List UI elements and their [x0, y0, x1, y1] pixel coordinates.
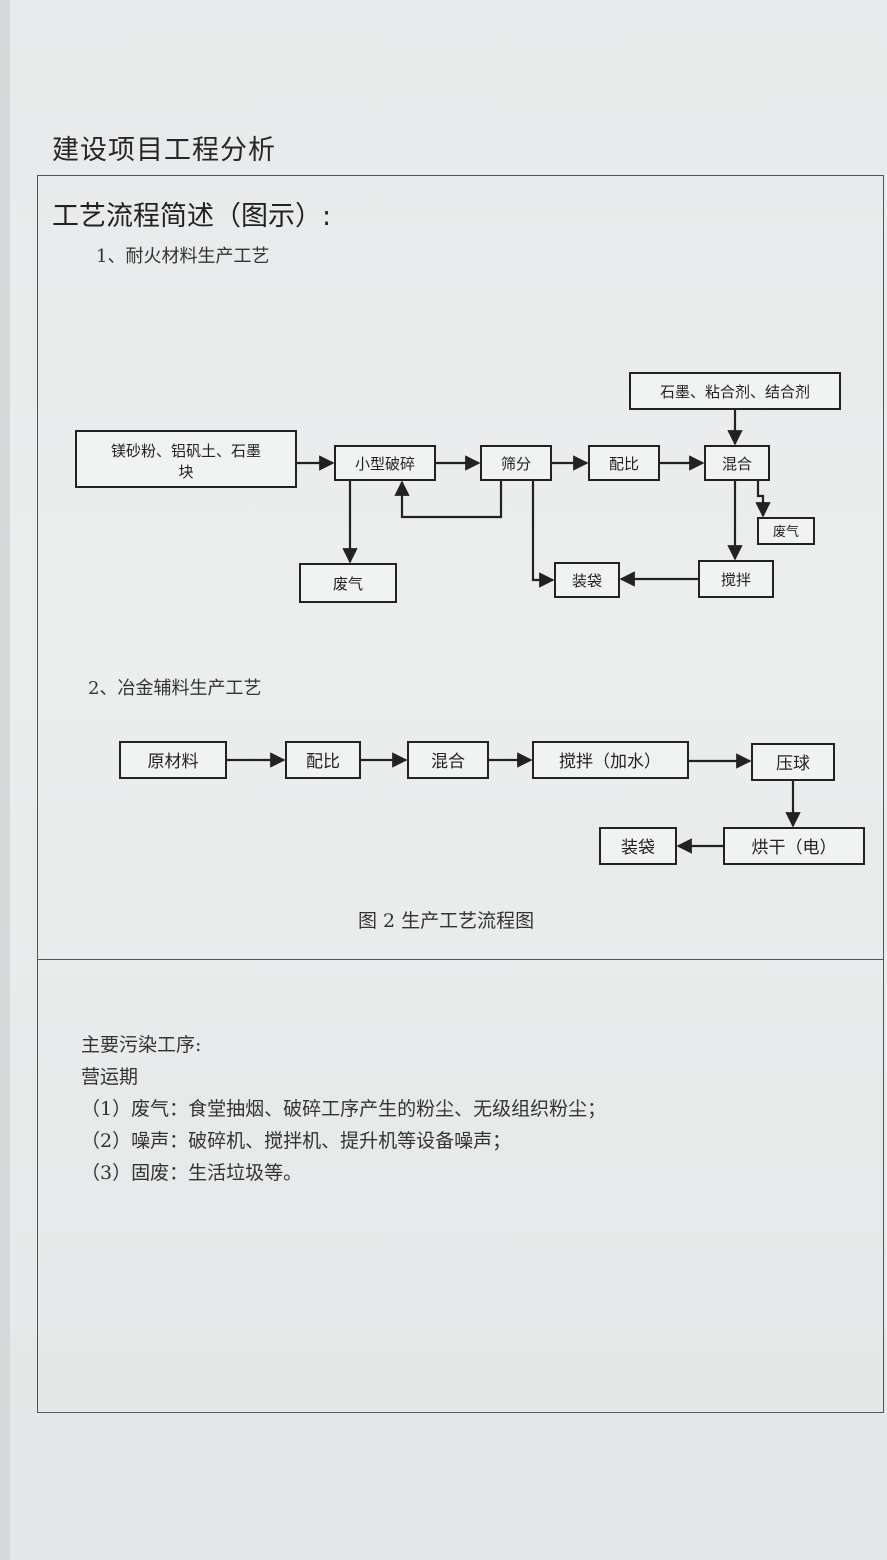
pollution-notes: 主要污染工序: 营运期 （1）废气：食堂抽烟、破碎工序产生的粉尘、无级组织粉尘；… [81, 1029, 606, 1189]
p1-mix-label: 混合 [722, 455, 752, 473]
p2-mix-box: 混合 [407, 741, 489, 779]
p1-sieve-box: 筛分 [480, 445, 552, 481]
p2-ratio-box: 配比 [285, 741, 361, 779]
p1-raw-label-1: 镁砂粉、铝矾土、石墨 [111, 442, 261, 460]
p1-sieve-label: 筛分 [501, 455, 531, 473]
p2-press-label: 压球 [776, 754, 810, 774]
p1-crush-box: 小型破碎 [334, 445, 436, 481]
p1-gas2-label: 废气 [773, 524, 799, 540]
figure-caption: 图 2 生产工艺流程图 [358, 910, 535, 932]
pollution-period: 营运期 [81, 1066, 139, 1088]
page-heading: 建设项目工程分析 [52, 135, 276, 166]
arrow-mix-gas [755, 480, 771, 518]
p1-bag-box: 装袋 [554, 562, 620, 598]
p2-dry-box: 烘干（电） [723, 827, 865, 865]
document-page: 建设项目工程分析 [10, 0, 887, 1560]
p2-mix-label: 混合 [431, 752, 465, 772]
flow-diagram: 镁砂粉、铝矾土、石墨 块 小型破碎 筛分 配比 混合 石墨、粘合剂、结合剂 废气 [75, 372, 865, 865]
pollution-item-solid: （3）固废：生活垃圾等。 [81, 1162, 303, 1184]
content-frame: 工艺流程简述（图示）: 1、耐火材料生产工艺 2、冶金辅料生产工艺 镁砂粉、铝矾… [37, 175, 884, 1413]
p1-crush-label: 小型破碎 [355, 455, 415, 473]
p1-additives-label: 石墨、粘合剂、结合剂 [660, 383, 810, 401]
p1-bag-label: 装袋 [572, 572, 602, 590]
process1-title: 1、耐火材料生产工艺 [96, 246, 270, 267]
p2-dry-label: 烘干（电） [752, 838, 837, 858]
p2-bag-box: 装袋 [599, 827, 677, 865]
p1-raw-label-2: 块 [178, 463, 193, 481]
p1-arrows [296, 409, 771, 588]
p1-additives-box: 石墨、粘合剂、结合剂 [629, 372, 841, 410]
section-title: 工艺流程简述（图示）: [52, 201, 332, 232]
p1-stir-box: 搅拌 [698, 560, 774, 598]
p1-ratio-box: 配比 [588, 445, 660, 481]
pollution-item-gas: （1）废气：食堂抽烟、破碎工序产生的粉尘、无级组织粉尘； [81, 1098, 607, 1120]
p1-ratio-label: 配比 [609, 455, 639, 473]
p1-raw-box: 镁砂粉、铝矾土、石墨 块 [75, 430, 297, 488]
p1-stir-label: 搅拌 [721, 571, 751, 589]
p1-gas2-box: 废气 [757, 517, 815, 545]
p2-stir-label: 搅拌（加水） [559, 752, 661, 772]
arrow-sieve-return [394, 480, 503, 519]
p2-ratio-label: 配比 [306, 752, 340, 772]
p2-arrows [226, 752, 801, 854]
pollution-item-noise: （2）噪声：破碎机、搅拌机、提升机等设备噪声； [81, 1130, 512, 1152]
p2-bag-label: 装袋 [621, 838, 655, 858]
p2-raw-label: 原材料 [148, 752, 199, 772]
p1-gas1-box: 废气 [299, 563, 397, 603]
process2-title: 2、冶金辅料生产工艺 [88, 678, 262, 699]
frame-divider [38, 959, 883, 960]
p1-gas1-label: 废气 [333, 575, 363, 593]
p2-press-box: 压球 [751, 743, 835, 781]
p1-mix-box: 混合 [704, 445, 770, 481]
p2-raw-box: 原材料 [119, 741, 227, 779]
p2-stir-box: 搅拌（加水） [532, 741, 689, 779]
arrow-sieve-bag [531, 480, 555, 588]
pollution-title: 主要污染工序: [81, 1034, 202, 1056]
